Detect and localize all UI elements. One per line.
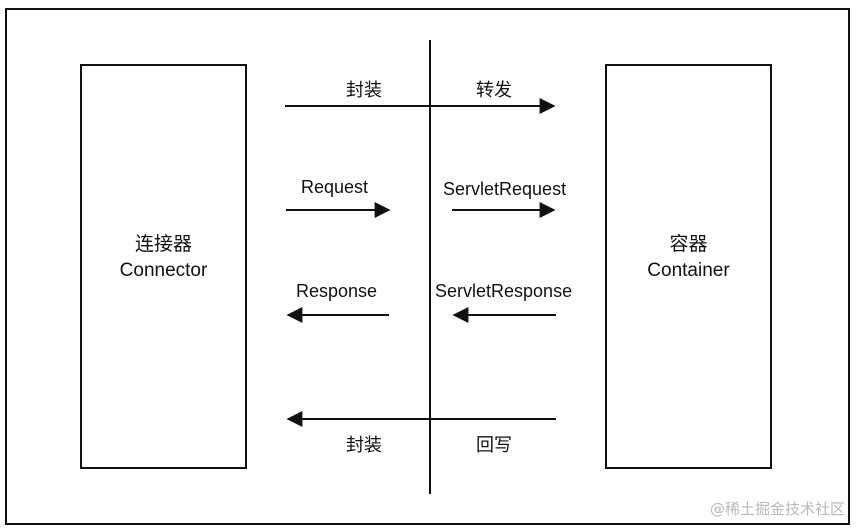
- container-title-cn: 容器: [669, 234, 708, 255]
- response-left-label: Response: [296, 281, 378, 301]
- top-left-label: 封装: [346, 80, 382, 100]
- response-right-label: ServletResponse: [435, 281, 573, 301]
- container-box: [605, 64, 772, 469]
- container-title-en: Container: [647, 260, 730, 281]
- bottom-right-label: 回写: [476, 435, 512, 455]
- connector-title-en: Connector: [119, 260, 208, 281]
- request-left-label: Request: [301, 177, 369, 197]
- connector-label: 连接器 Connector: [81, 232, 246, 284]
- connector-title-cn: 连接器: [134, 234, 192, 255]
- connector-box: [80, 64, 247, 469]
- container-label: 容器 Container: [606, 232, 771, 284]
- bottom-left-label: 封装: [346, 435, 382, 455]
- top-right-label: 转发: [476, 80, 512, 100]
- request-right-label: ServletRequest: [443, 179, 567, 199]
- watermark-text: @稀土掘金技术社区: [709, 500, 845, 518]
